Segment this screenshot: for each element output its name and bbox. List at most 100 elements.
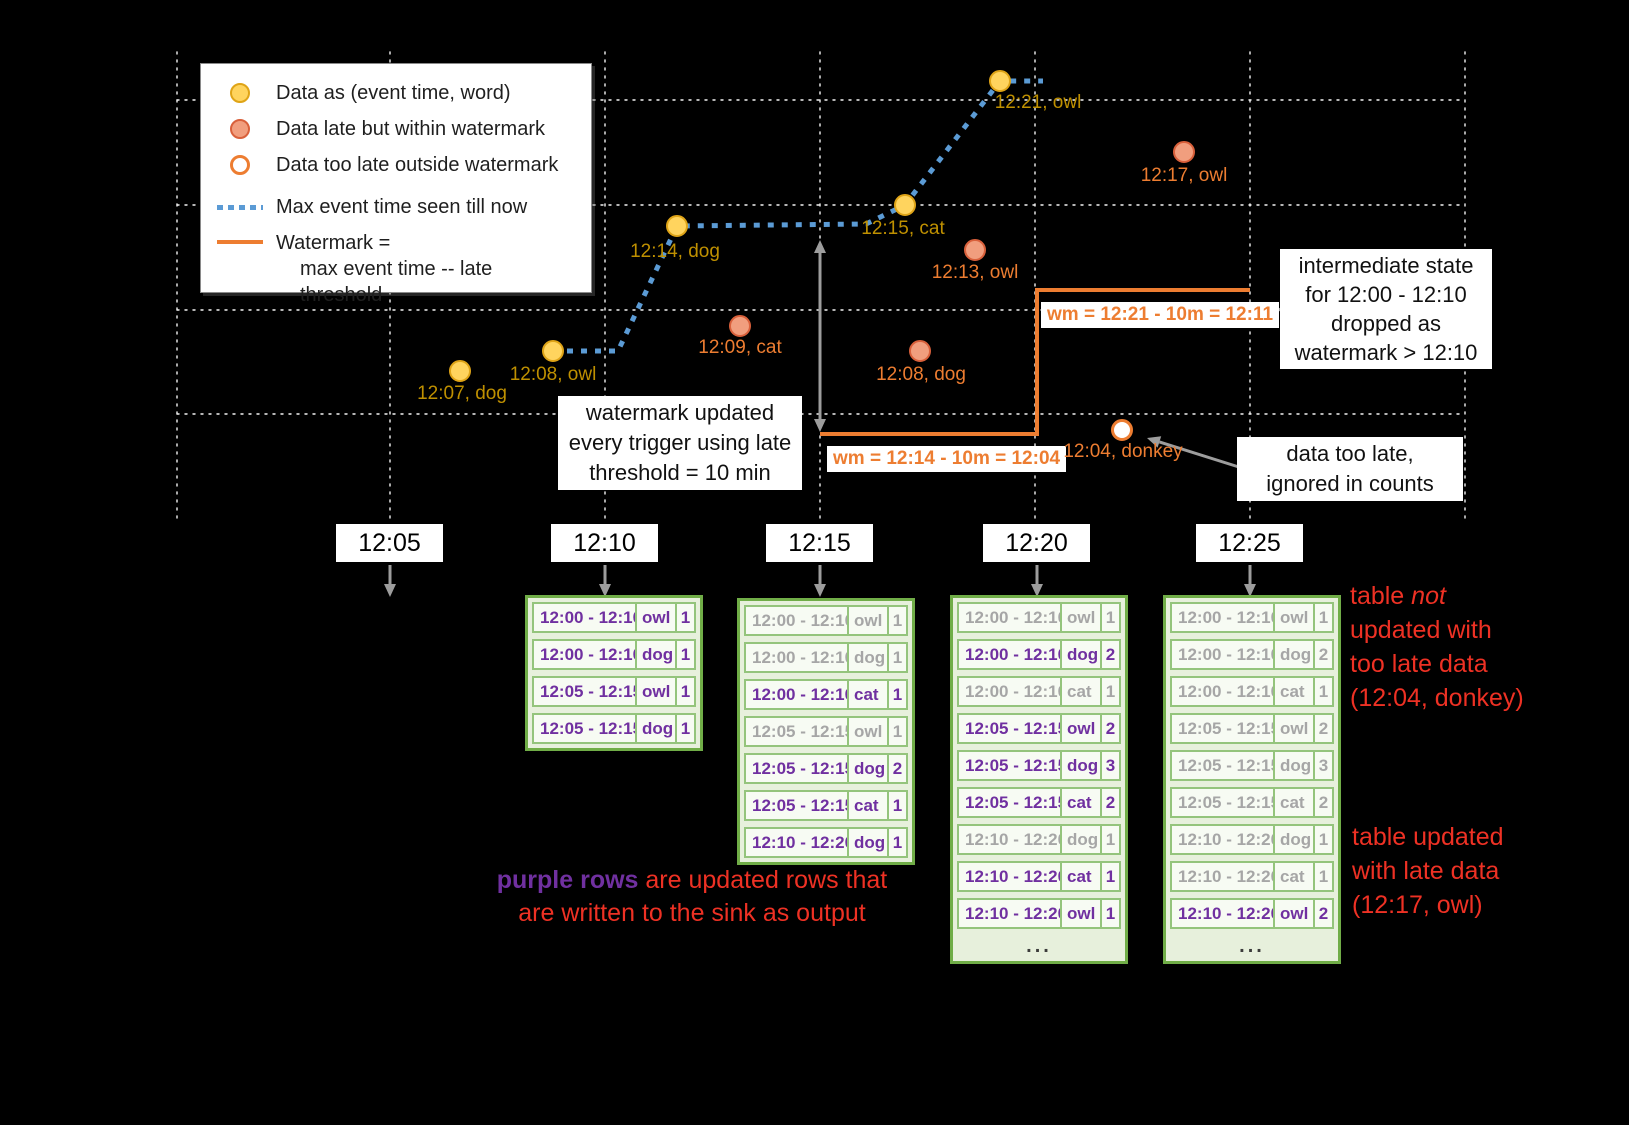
cell-win: 12:10 - 12:20: [1170, 824, 1280, 855]
ontime-dot-icon: [217, 83, 263, 103]
cell-cnt: 2: [1100, 713, 1121, 744]
data-point-12-08-dog: [909, 340, 931, 362]
cell-win: 12:00 - 12:10: [1170, 639, 1280, 670]
note-text: are updated rows that: [638, 866, 888, 894]
time-label-12-05: 12:05: [336, 524, 443, 562]
time-label-12-15: 12:15: [766, 524, 873, 562]
watermark-label-line2: max event time -- late threshold: [300, 258, 493, 306]
cell-cnt: 1: [1100, 602, 1121, 633]
cell-cnt: 1: [675, 676, 696, 707]
cell-word: owl: [847, 605, 889, 636]
data-point-12-15-cat: [894, 194, 916, 216]
data-point-12-07-dog: [449, 360, 471, 382]
cell-win: 12:05 - 12:15: [744, 790, 854, 821]
data-point-12-14-dog: [666, 215, 688, 237]
arrow: [1147, 436, 1243, 470]
time-label-12-25: 12:25: [1196, 524, 1303, 562]
watermark-value-1: wm = 12:14 - 10m = 12:04: [827, 446, 1067, 472]
legend-label: Data too late outside watermark: [276, 154, 559, 176]
table-updated-note: table updated with late data (12:17, owl…: [1352, 820, 1504, 922]
cell-word: dog: [1060, 824, 1102, 855]
gray-arrows: [384, 240, 1293, 597]
arrow: [814, 565, 826, 597]
cell-cnt: 1: [1313, 861, 1334, 892]
cell-win: 12:10 - 12:20: [957, 861, 1067, 892]
note-line: (12:17, owl): [1352, 891, 1483, 919]
cell-cnt: 1: [675, 713, 696, 744]
callout-line: data too late,: [1286, 441, 1414, 466]
cell-cnt: 3: [1313, 750, 1334, 781]
cell-win: 12:10 - 12:20: [957, 898, 1067, 929]
cell-word: dog: [1060, 750, 1102, 781]
cell-cnt: 1: [1100, 824, 1121, 855]
table-ellipsis: ...: [1239, 935, 1265, 957]
data-point-label-12-15-cat: 12:15, cat: [861, 218, 945, 239]
cell-win: 12:05 - 12:15: [744, 716, 854, 747]
note-line: (12:04, donkey): [1350, 684, 1524, 712]
cell-word: cat: [847, 679, 889, 710]
legend-item-late: Data late but within watermark: [217, 116, 577, 142]
cell-win: 12:00 - 12:10: [744, 679, 854, 710]
cell-word: owl: [1060, 713, 1102, 744]
callout-line: every trigger using late: [568, 430, 792, 455]
cell-cnt: 2: [1100, 639, 1121, 670]
cell-win: 12:00 - 12:10: [744, 605, 854, 636]
cell-cnt: 1: [887, 642, 908, 673]
cell-win: 12:00 - 12:10: [532, 639, 642, 670]
callout-line: intermediate state: [1298, 253, 1474, 278]
table-ellipsis: ...: [1026, 935, 1052, 957]
callout-intermediate-state: intermediate state for 12:00 - 12:10 dro…: [1280, 249, 1492, 369]
data-point-label-12-08-dog: 12:08, dog: [876, 364, 966, 385]
purple-rows-note: purple rows are updated rows that are wr…: [448, 864, 936, 930]
arrow: [599, 565, 611, 597]
cell-win: 12:10 - 12:20: [1170, 898, 1280, 929]
legend-label: Data as (event time, word): [276, 82, 511, 104]
legend: Data as (event time, word) Data late but…: [200, 63, 592, 306]
cell-cnt: 2: [1100, 787, 1121, 818]
callout-line: dropped as: [1330, 311, 1442, 336]
note-line: table not: [1350, 579, 1524, 613]
cell-word: dog: [1273, 750, 1315, 781]
data-point-label-12-13-owl: 12:13, owl: [931, 262, 1019, 283]
cell-word: dog: [847, 642, 889, 673]
toolate-dot-icon: [217, 155, 263, 175]
cell-word: dog: [635, 639, 677, 670]
cell-cnt: 1: [1313, 676, 1334, 707]
cell-word: owl: [635, 676, 677, 707]
time-label-12-20: 12:20: [983, 524, 1090, 562]
data-point-label-12-21-owl: 12:21, owl: [994, 92, 1082, 113]
cell-win: 12:05 - 12:15: [957, 787, 1067, 818]
watermark-label-line1: Watermark =: [276, 232, 391, 254]
callout-line: for 12:00 - 12:10: [1305, 282, 1467, 307]
note-line: purple rows are updated rows that: [448, 864, 936, 897]
cell-word: owl: [1273, 713, 1315, 744]
cell-cnt: 1: [887, 827, 908, 858]
data-point-label-12-07-dog: 12:07, dog: [417, 383, 507, 404]
cell-win: 12:05 - 12:15: [1170, 750, 1280, 781]
cell-win: 12:00 - 12:10: [1170, 676, 1280, 707]
cell-word: owl: [1273, 898, 1315, 929]
note-line: with late data: [1352, 857, 1500, 885]
cell-win: 12:05 - 12:15: [1170, 713, 1280, 744]
cell-cnt: 2: [1313, 898, 1334, 929]
note-line: updated with: [1350, 616, 1492, 644]
cell-cnt: 1: [1100, 676, 1121, 707]
cell-word: cat: [1273, 676, 1315, 707]
legend-item-toolate: Data too late outside watermark: [217, 152, 577, 178]
cell-cnt: 2: [1313, 713, 1334, 744]
